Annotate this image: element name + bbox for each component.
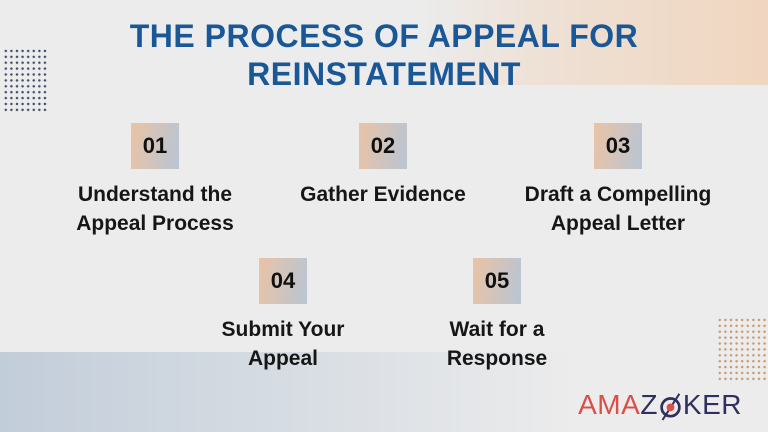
step-number: 04 [270, 268, 296, 293]
left-dots-pattern [3, 48, 48, 113]
page-title: THE PROCESS OF APPEAL FOR REINSTATEMENT [0, 17, 768, 93]
compass-needle-o-icon [657, 392, 684, 421]
bottom-left-blue-gradient [0, 352, 580, 432]
step-number-box: 05 [473, 258, 521, 304]
step-label: Wait for a Response [446, 318, 548, 370]
step-label: Understand the Appeal Process [76, 183, 234, 235]
step-number: 05 [484, 268, 510, 293]
step-item-1: 01 Understand the Appeal Process [65, 123, 245, 238]
step-label: Draft a Compelling Appeal Letter [524, 183, 712, 235]
step-number-box: 01 [131, 123, 179, 169]
page-title-line1: THE PROCESS OF APPEAL FOR [129, 18, 639, 54]
step-item-5: 05 Wait for a Response [422, 258, 572, 373]
step-item-2: 02 Gather Evidence [273, 123, 493, 209]
top-right-peach-gradient [420, 0, 768, 85]
step-number: 03 [605, 133, 631, 158]
step-number-box: 02 [359, 123, 407, 169]
step-number: 02 [370, 133, 396, 158]
step-item-3: 03 Draft a Compelling Appeal Letter [513, 123, 723, 238]
step-item-4: 04 Submit Your Appeal [203, 258, 363, 373]
right-dots-pattern [717, 317, 767, 381]
logo-text-ker: KER [682, 389, 742, 420]
page-title-line2: REINSTATEMENT [247, 56, 521, 92]
step-label: Submit Your Appeal [221, 318, 345, 370]
step-label: Gather Evidence [300, 183, 466, 206]
logo-text-ama: AMA [578, 389, 641, 420]
step-number-box: 03 [594, 123, 642, 169]
step-number-box: 04 [259, 258, 307, 304]
step-number: 01 [142, 133, 168, 158]
logo-text-z: Z [640, 389, 658, 420]
